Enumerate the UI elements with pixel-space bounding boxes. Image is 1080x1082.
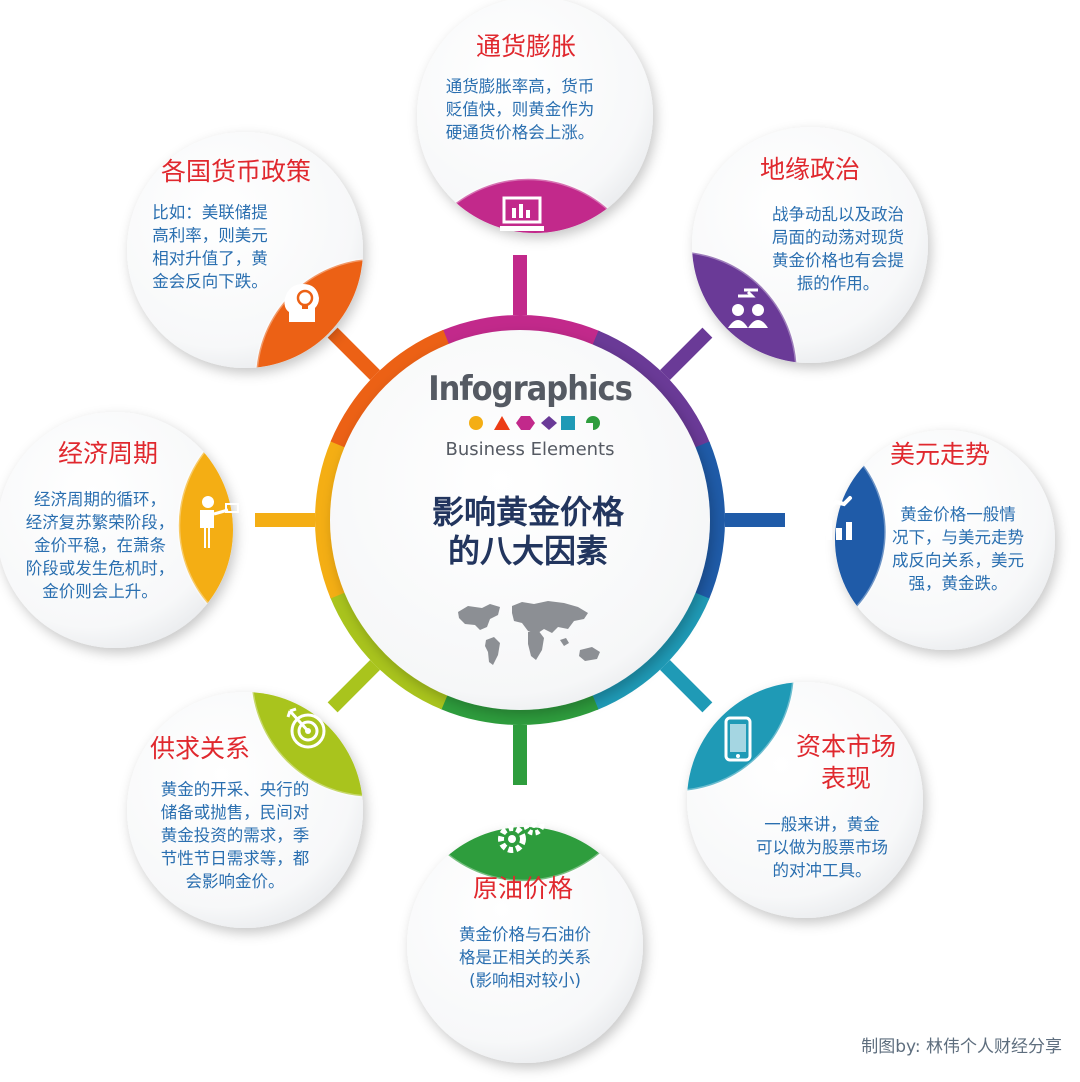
factor-body-line: 黄金价格也有会提 <box>772 251 905 270</box>
factor-body-line: 金价则会上升。 <box>42 582 158 601</box>
factor-title: 地缘政治 <box>760 155 860 184</box>
factor-disc <box>835 430 1055 650</box>
factor-body-line: 强，黄金跌。 <box>909 574 1008 593</box>
factor-body-line: 黄金价格一般情 <box>900 505 1016 524</box>
factor-body-line: 金价平稳，在萧条 <box>34 536 166 555</box>
factor-body-line: 经济周期的循环， <box>34 490 166 509</box>
connector-spoke-4 <box>660 660 713 713</box>
factor-body-line: 局面的动荡对现货 <box>772 228 904 247</box>
factor-body-line: (影响相对较小) <box>469 971 581 990</box>
factor-body-line: 可以做为股票市场 <box>756 838 888 857</box>
factor-body-line: 黄金的开采、央行的 <box>161 780 310 799</box>
hub-title-line-1: 影响黄金价格 <box>432 493 625 531</box>
factor-card-6: 供求关系黄金的开采、央行的储备或抛售，民间对黄金投资的需求，季节性节日需求等，都… <box>127 692 363 928</box>
factor-body-line: 储备或抛售，民间对 <box>161 803 310 822</box>
factor-body-line: 通货膨胀率高，货币 <box>446 77 595 96</box>
factor-body-line: 经济复苏繁荣阶段， <box>26 513 175 532</box>
credit-text: 制图by: 林伟个人财经分享 <box>861 1037 1062 1057</box>
factor-body-line: 况下，与美元走势 <box>892 528 1024 547</box>
factor-color-cap <box>256 258 363 368</box>
factor-color-cap <box>251 692 363 797</box>
monitor-chart-icon <box>500 196 544 231</box>
factor-body-line: 贬值快，则黄金作为 <box>446 100 595 119</box>
hub-title-line-2: 的八大因素 <box>448 532 608 570</box>
presenter-icon <box>200 496 239 548</box>
factor-title: 原油价格 <box>473 874 573 903</box>
connector-spoke-2 <box>660 327 713 380</box>
factor-body-line: 阶段或发生危机时， <box>26 559 175 578</box>
factor-body-line: 相对升值了，黄 <box>152 249 268 268</box>
factor-disc <box>417 0 653 233</box>
factor-body-line: 高利率，则美元 <box>152 226 268 245</box>
connector-spoke-8 <box>327 327 380 380</box>
hand-bar-chart-icon <box>816 496 852 540</box>
brand-subtitle: Business Elements <box>446 439 615 460</box>
brand-shapes-icon <box>469 416 600 430</box>
factor-body-line: 振的作用。 <box>797 274 880 293</box>
factor-satellites: 通货膨胀通货膨胀率高，货币贬值快，则黄金作为硬通货价格会上涨。地缘政治战争动乱以… <box>0 0 1055 1063</box>
factor-body-line: 硬通货价格会上涨。 <box>446 123 595 142</box>
brand-title: Infographics <box>428 369 632 409</box>
gears-icon <box>498 814 545 853</box>
factor-title: 通货膨胀 <box>476 32 576 61</box>
factor-body-line: 一般来讲，黄金 <box>764 815 880 834</box>
hub-disc <box>330 330 710 710</box>
factor-title: 表现 <box>821 764 871 793</box>
factor-body-line: 节性节日需求等，都 <box>161 849 310 868</box>
connector-spoke-6 <box>327 660 380 713</box>
connector-spokes <box>255 255 785 785</box>
factor-disc <box>0 412 233 648</box>
factor-body-line: 黄金投资的需求，季 <box>161 826 310 845</box>
factor-title: 供求关系 <box>150 734 250 763</box>
factor-disc <box>407 827 643 1063</box>
people-exchange-icon <box>728 288 768 328</box>
center-hub: Infographics Business Elements 影响黄金价格 的八… <box>330 330 710 710</box>
smartphone-icon <box>724 716 752 762</box>
factor-body-line: 的对冲工具。 <box>773 861 872 880</box>
factor-title: 各国货币政策 <box>161 157 311 186</box>
factor-body-line: 战争动乱以及政治 <box>772 205 904 224</box>
factor-body-line: 黄金价格与石油价 <box>459 925 591 944</box>
factor-title: 资本市场 <box>796 732 896 761</box>
factor-title: 经济周期 <box>58 439 158 468</box>
factor-body-line: 格是正相关的关系 <box>459 948 591 967</box>
factor-body-line: 比如：美联储提 <box>152 203 268 222</box>
factor-body-line: 成反向关系，美元 <box>892 551 1024 570</box>
factor-body-line: 会影响金价。 <box>186 872 285 891</box>
head-lightbulb-icon <box>284 284 319 322</box>
factor-title: 美元走势 <box>890 440 990 469</box>
factor-body-line: 金会反向下跌。 <box>152 272 268 291</box>
world-map-icon <box>458 601 600 665</box>
target-arrow-icon <box>286 707 326 749</box>
